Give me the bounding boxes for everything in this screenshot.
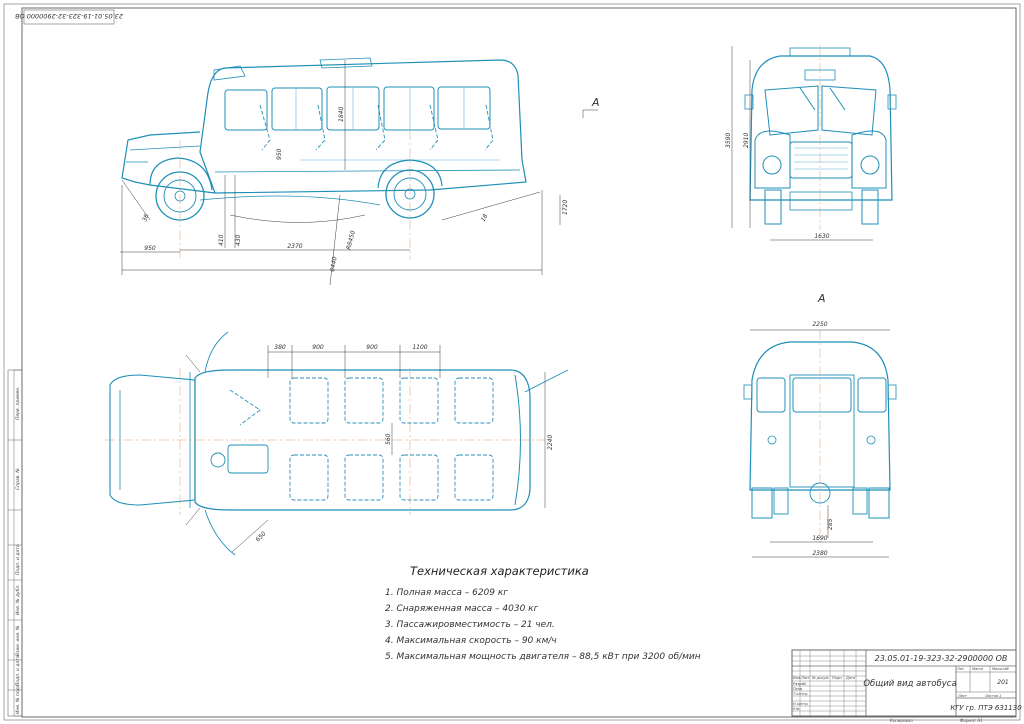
- tb-date: Дата: [845, 676, 855, 680]
- tb-code: 23.05.01-19-323-32-2900000 ОВ: [875, 654, 1008, 663]
- tb-name: Общий вид автобуса: [863, 679, 956, 689]
- stamp-label-7: Инв. № подл.: [15, 683, 21, 714]
- tb-nkontr: Н.контр.: [793, 702, 809, 706]
- spec-item-3: 3. Пассажировместимость – 21 чел.: [385, 620, 555, 630]
- front-view: 3590 2910 1630 А: [725, 45, 897, 305]
- tb-utv: Утв.: [793, 707, 800, 711]
- spec-item-4: 4. Максимальная скорость – 90 км/ч: [385, 636, 557, 646]
- tb-masshtab: Масштаб: [992, 667, 1009, 671]
- spec-title: Техническая характеристика: [410, 564, 589, 578]
- dim-410: 410: [218, 234, 225, 246]
- rotated-code-box: 23.05.01-19-323-32-2900000 ОВ: [15, 9, 123, 25]
- dim-2910: 2910: [743, 133, 750, 148]
- dim-380: 380: [274, 344, 286, 351]
- dim-3590: 3590: [725, 133, 732, 148]
- stamp-label-4: Инв. № дубл.: [15, 584, 21, 615]
- seat-blocks-bottom: [289, 454, 494, 501]
- tb-sheet-label: Лист: [957, 694, 968, 698]
- plan-view: 380 900 900 1100 560 2240 650: [105, 331, 569, 556]
- tb-razrab: Разраб.: [793, 682, 807, 686]
- dim-36: 36: [141, 213, 150, 223]
- view-label-side: А: [591, 96, 600, 109]
- tb-massa: Масса: [972, 667, 983, 671]
- dim-18: 18: [480, 213, 490, 223]
- dim-1840: 1840: [338, 107, 345, 122]
- technical-spec: Техническая характеристика 1. Полная мас…: [385, 564, 701, 662]
- dim-560: 560: [385, 433, 392, 445]
- dim-285: 285: [827, 518, 834, 530]
- tb-lit: Лит.: [956, 667, 965, 671]
- dim-1720: 1720: [562, 200, 569, 215]
- tb-org: КГУ гр. ПТЭ 631130: [950, 704, 1022, 712]
- left-side-stamp: Перв. примен. Справ. № Подп. и дата Инв.…: [7, 369, 23, 717]
- dim-2380: 2380: [812, 550, 827, 557]
- tb-format: Формат А1: [960, 718, 983, 723]
- stamp-label-6: Подп. и дата: [15, 655, 21, 686]
- title-block: Изм. Лист № докум. Подп. Дата Разраб. Пр…: [791, 649, 1022, 723]
- dim-r8450: R8450: [345, 230, 357, 251]
- tb-sheets-label: Листов 1: [984, 694, 1001, 698]
- dim-2250: 2250: [812, 321, 827, 328]
- stamp-label-1: Перв. примен.: [15, 386, 21, 420]
- rear-view: 2250 285 1690 2380: [743, 321, 897, 558]
- sheet-inner-border: [21, 7, 1017, 718]
- dim-950-vertical: 950: [276, 148, 283, 160]
- dim-950: 950: [144, 245, 156, 252]
- view-label-a: А: [817, 292, 826, 305]
- seat-blocks-top: [289, 377, 494, 424]
- dim-1630: 1630: [814, 233, 829, 240]
- tb-prov: Пров.: [793, 687, 803, 691]
- stamp-label-2: Справ. №: [15, 468, 21, 490]
- dim-900-a: 900: [312, 344, 324, 351]
- dim-900-b: 900: [366, 344, 378, 351]
- dim-650: 650: [254, 530, 267, 543]
- stamp-label-5: Взам. инв. №: [15, 625, 21, 656]
- dim-2240: 2240: [547, 435, 554, 450]
- dim-1100: 1100: [412, 344, 427, 351]
- rotated-doc-code: 23.05.01-19-323-32-2900000 ОВ: [15, 12, 123, 20]
- spec-item-1: 1. Полная масса – 6209 кг: [385, 588, 508, 598]
- stamp-label-3: Подп. и дата: [15, 544, 21, 575]
- tb-tkontr: Т.контр.: [793, 692, 808, 696]
- spec-item-5: 5. Максимальная мощность двигателя – 88,…: [385, 652, 701, 662]
- tb-list: Лист: [800, 676, 811, 680]
- side-view: 950 2370 6440 1720 1840 950 410 430 18 3…: [120, 57, 600, 286]
- dim-430: 430: [235, 234, 242, 246]
- tb-izm: Изм.: [793, 676, 801, 680]
- dim-1690: 1690: [812, 535, 827, 542]
- tb-doc: № докум.: [811, 676, 829, 680]
- sheet-outer-border: [3, 3, 1021, 721]
- tb-podp: Подп.: [832, 676, 843, 680]
- tb-sheet-no: 201: [997, 679, 1008, 686]
- tb-copied: Копировал: [890, 718, 913, 723]
- dim-2370: 2370: [287, 243, 302, 250]
- dim-6440: 6440: [329, 256, 339, 272]
- spec-item-2: 2. Снаряженная масса – 4030 кг: [385, 604, 539, 614]
